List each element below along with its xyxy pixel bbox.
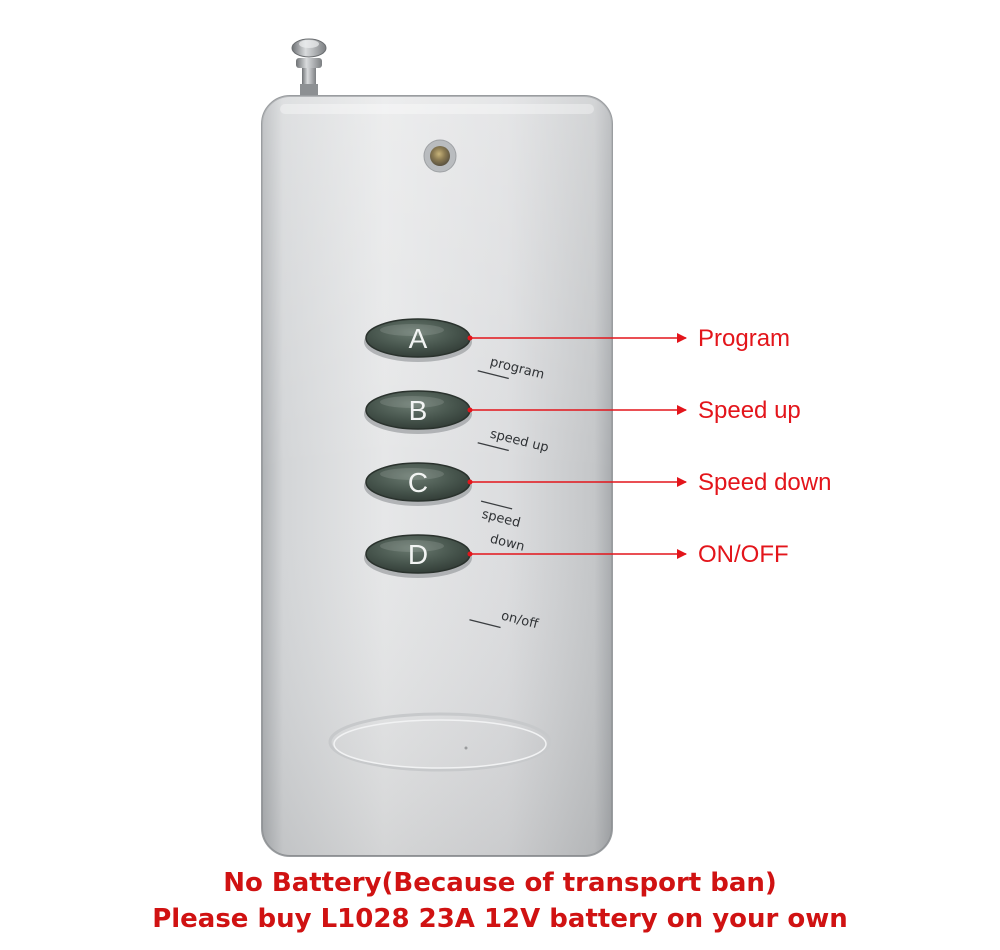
callout-label: ON/OFF [698, 541, 789, 568]
engraved-arrow-line [469, 619, 501, 629]
caption-no-battery: No Battery(Because of transport ban) [223, 868, 777, 898]
engraved-arrow-line [480, 500, 513, 510]
engraved-arrow-line [477, 370, 509, 380]
button-c[interactable]: C [364, 462, 472, 506]
callout-label: Program [698, 325, 790, 352]
button-d[interactable]: D [364, 534, 472, 578]
callout-label: Speed down [698, 469, 831, 496]
button-highlight [380, 324, 444, 336]
button-highlight [380, 468, 444, 480]
callout-dot [467, 551, 473, 557]
button-letter: A [409, 323, 428, 354]
callout-dot [467, 479, 473, 485]
button-a[interactable]: A [364, 318, 472, 362]
button-letter: C [408, 467, 428, 498]
callout-label: Speed up [698, 397, 801, 424]
battery-cover [328, 712, 552, 772]
button-b[interactable]: B [364, 390, 472, 434]
antenna [291, 38, 327, 100]
engraved-arrow-line [477, 442, 509, 452]
button-letter: D [408, 539, 428, 570]
callout-dot [467, 407, 473, 413]
button-letter: B [409, 395, 428, 426]
caption-buy-battery: Please buy L1028 23A 12V battery on your… [152, 904, 848, 934]
led-indicator [423, 139, 457, 173]
button-highlight [380, 396, 444, 408]
callout-dot [467, 335, 473, 341]
button-highlight [380, 540, 444, 552]
